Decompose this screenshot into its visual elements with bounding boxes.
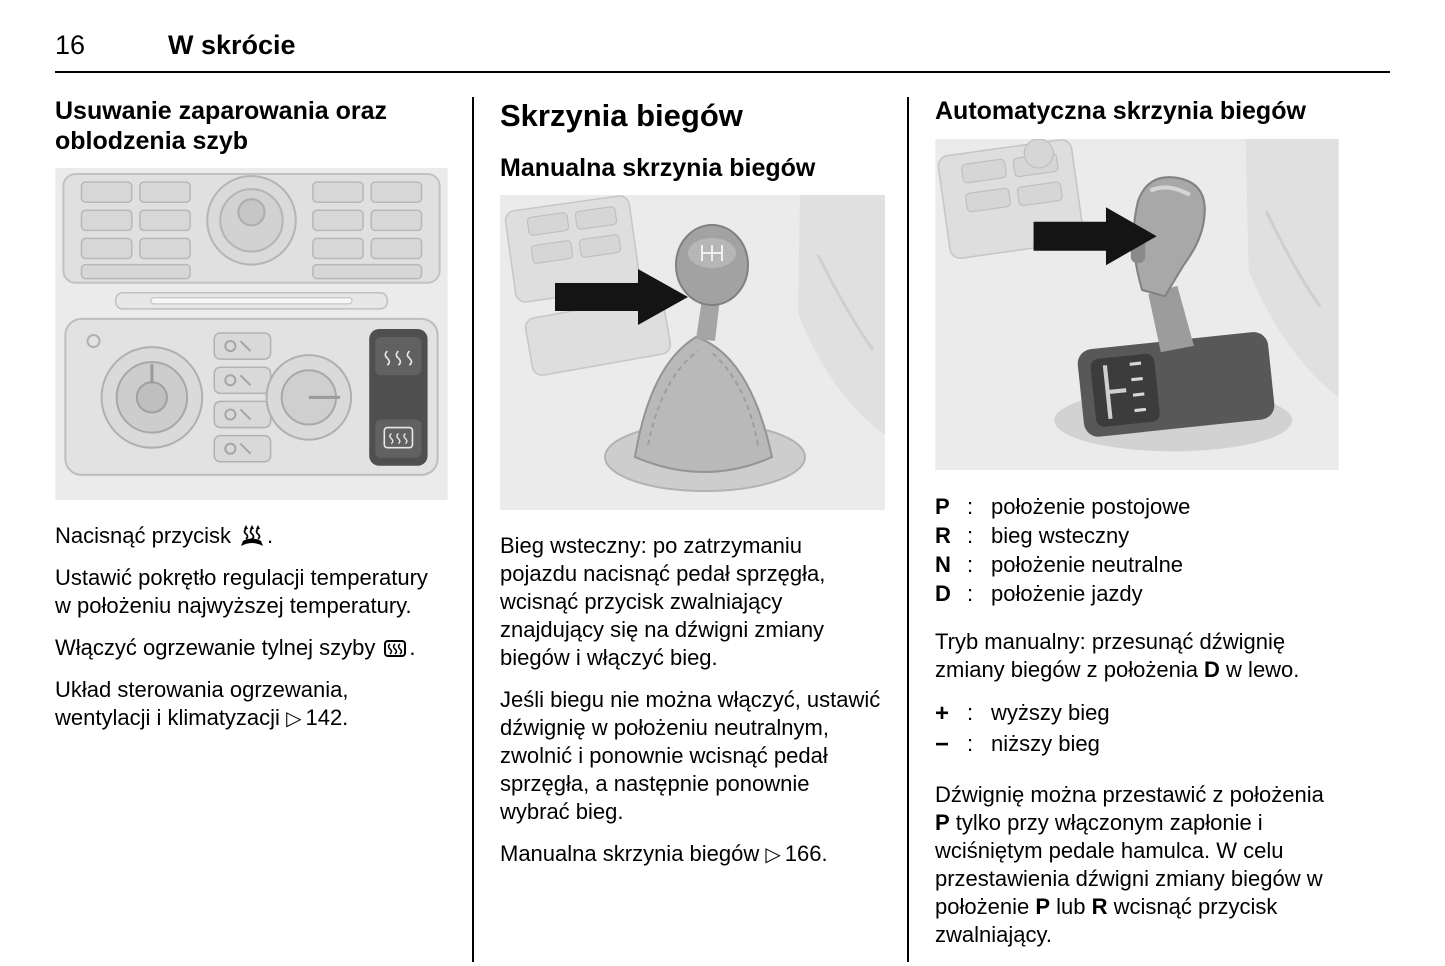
reference-arrow-icon: ▷ — [286, 707, 302, 730]
legend-separator: : — [967, 580, 974, 606]
legend-row-drive: D: położenie jazdy — [935, 579, 1339, 608]
column-automatic: Automatyczna skrzynia biegów — [909, 97, 1339, 962]
release-gear-letter-p2: P — [1035, 893, 1050, 919]
manual-gearbox-reference: Manualna skrzynia biegów ▷166. — [500, 840, 881, 868]
legend-separator: : — [967, 731, 974, 757]
manual-gearbox-subheading: Manualna skrzynia biegów — [500, 153, 816, 182]
page-content: Usuwanie zaparowania oraz oblodzenia szy… — [55, 73, 1390, 963]
defog-heading: Usuwanie zaparowania oraz oblodzenia szy… — [55, 97, 388, 155]
legend-key: P — [935, 493, 950, 519]
defog-step-1-period: . — [267, 523, 274, 548]
gear-position-legend: P: położenie postojowe R: bieg wsteczny N:… — [935, 492, 1339, 608]
climate-control-panel-illustration — [55, 168, 448, 500]
direction-arrow — [555, 269, 688, 326]
release-gear-letter-r: R — [1091, 893, 1108, 919]
windshield-defrost-icon — [231, 523, 267, 548]
legend-key: N — [935, 551, 951, 577]
release-text-2: tylko przy włączonym zapłonie i wciśnięt… — [935, 809, 1323, 919]
legend-desc: położenie jazdy — [991, 580, 1143, 606]
reference-arrow-icon: ▷ — [765, 843, 781, 866]
release-text-3: lub — [1050, 893, 1092, 919]
page-number: 16 — [55, 30, 86, 60]
legend-key: R — [935, 522, 951, 548]
legend-row-reverse: R: bieg wsteczny — [935, 521, 1339, 550]
legend-separator: : — [967, 551, 974, 577]
legend-key: D — [935, 580, 951, 606]
plus-icon: + — [935, 699, 950, 727]
manual-gearbox-paragraph-1: Bieg wsteczny: po zatrzymaniu pojazdu na… — [500, 533, 826, 670]
manual-gearbox-paragraph-2: Jeśli biegu nie można włączyć, ustawić d… — [500, 686, 881, 824]
legend-separator: : — [967, 699, 974, 725]
manual-mode-gear-letter: D — [1204, 656, 1220, 682]
reference-page-number: 166. — [784, 840, 828, 866]
defog-step-3: Włączyć ogrzewanie tylnej szyby. — [55, 634, 448, 662]
manual-mode-text-2: w lewo. — [1219, 656, 1300, 682]
manual-mode-paragraph: Tryb manualny: przesunąć dźwignię zmiany… — [935, 628, 1339, 684]
defog-step-2: Ustawić pokrętło regulacji temperatury w… — [55, 564, 428, 618]
column-gearbox: Skrzynia biegów Manualna skrzynia biegów — [472, 97, 909, 963]
page-reference: ▷142. — [286, 705, 348, 730]
automatic-gearshift-illustration — [935, 138, 1339, 470]
chapter-title: W skrócie — [168, 30, 296, 60]
page-header: 16 W skrócie — [55, 30, 1390, 73]
legend-row-upshift: +: wyższy bieg — [935, 698, 1339, 730]
manual-mode-text-1: Tryb manualny: przesunąć dźwignię zmiany… — [935, 628, 1286, 682]
legend-desc: niższy bieg — [991, 731, 1100, 757]
automatic-gearbox-heading: Automatyczna skrzynia biegów — [935, 97, 1306, 125]
legend-row-park: P: położenie postojowe — [935, 492, 1339, 521]
manual-gearshift-illustration — [500, 195, 885, 511]
manual-gearbox-reference-text: Manualna skrzynia biegów — [500, 840, 760, 866]
release-text-1: Dźwignię można przestawić z położenia — [935, 781, 1324, 807]
legend-row-neutral: N: położenie neutralne — [935, 550, 1339, 579]
direction-arrow — [1033, 206, 1157, 265]
rear-window-heating-icon — [375, 635, 409, 660]
reference-page-number: 142. — [305, 704, 349, 730]
defog-step-1-text: Nacisnąć przycisk — [55, 523, 232, 548]
legend-separator: : — [967, 522, 974, 548]
gearbox-heading: Skrzynia biegów — [500, 98, 743, 133]
legend-row-downshift: −: niższy bieg — [935, 729, 1339, 761]
column-defog: Usuwanie zaparowania oraz oblodzenia szy… — [55, 97, 472, 962]
legend-desc: położenie neutralne — [991, 551, 1184, 577]
minus-icon: − — [935, 731, 950, 759]
shift-plus-minus-legend: +: wyższy bieg −: niższy bieg — [935, 698, 1339, 761]
defog-reference-text: Układ sterowania ogrzewania, wentylacji … — [55, 676, 349, 730]
legend-separator: : — [967, 493, 974, 519]
legend-desc: bieg wsteczny — [991, 522, 1130, 548]
release-gear-letter-p1: P — [935, 809, 950, 835]
release-button-paragraph: Dźwignię można przestawić z położenia P … — [935, 781, 1339, 949]
defog-step-3-period: . — [409, 634, 416, 660]
defog-step-1: Nacisnąć przycisk. — [55, 522, 448, 550]
defog-reference: Układ sterowania ogrzewania, wentylacji … — [55, 676, 448, 732]
legend-desc: wyższy bieg — [991, 699, 1110, 725]
defog-step-3-text: Włączyć ogrzewanie tylnej szyby — [55, 634, 376, 660]
legend-desc: położenie postojowe — [991, 493, 1191, 519]
page-reference: ▷166. — [765, 841, 827, 866]
release-text-4: wcisnąć przycisk zwalniający. — [935, 893, 1278, 947]
